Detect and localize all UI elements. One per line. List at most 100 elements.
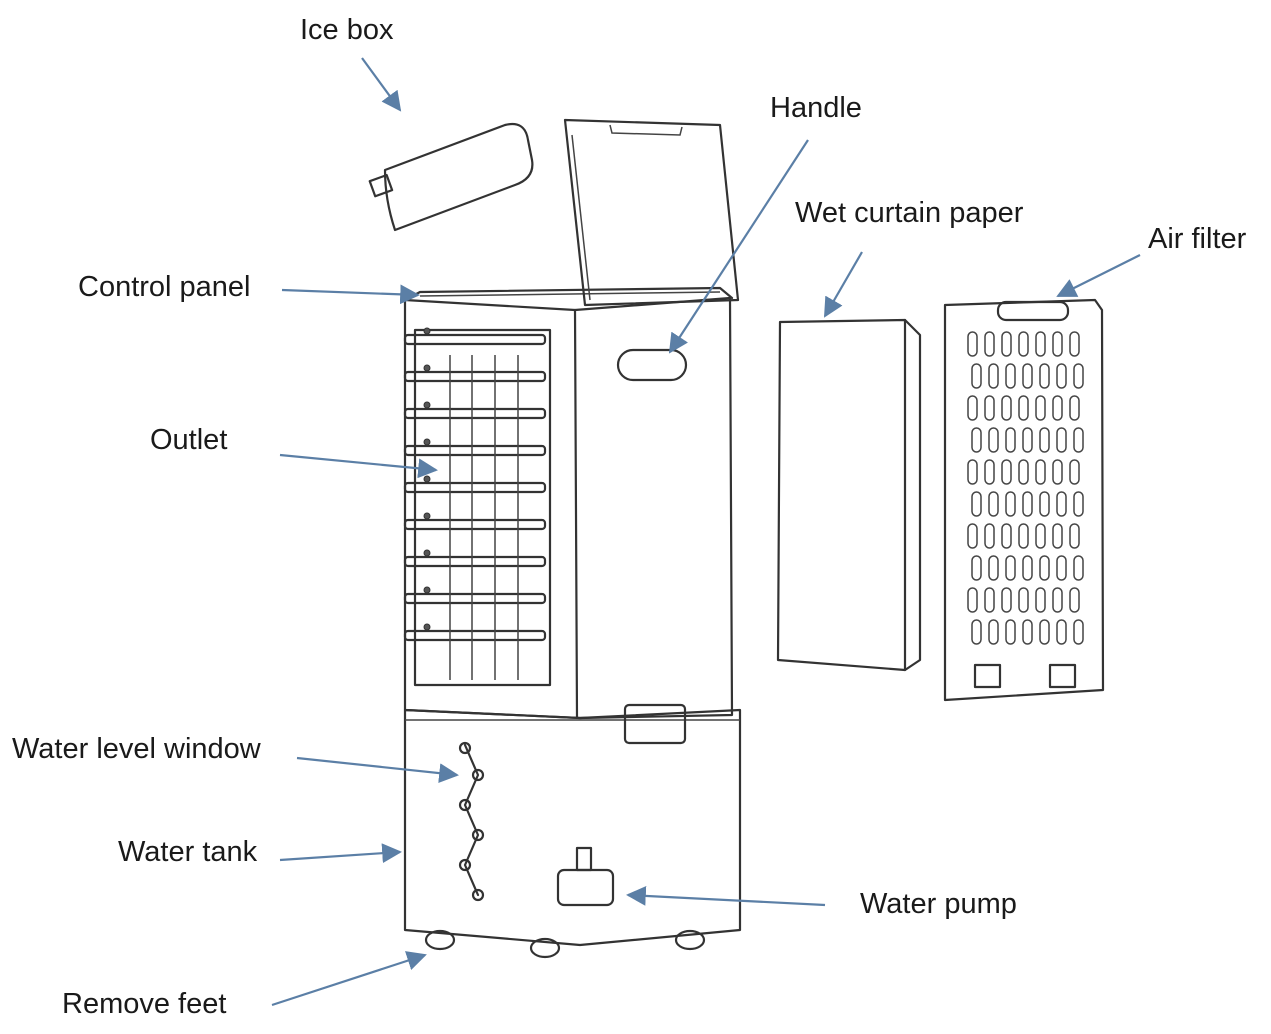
arrow-water-pump [626,886,826,907]
filter-hole [1039,619,1050,645]
filter-hole [1035,331,1046,357]
arrow-ice-box [361,57,402,112]
leader-arrows [271,57,1141,1007]
label-water-tank: Water tank [118,836,258,868]
filter-hole [984,331,995,357]
filter-hole [967,587,978,613]
filter-hole [1022,491,1033,517]
wheel [529,937,561,959]
filter-hole [1005,363,1016,389]
arrow-handle [668,139,809,354]
filter-hole [971,555,982,581]
arrow-water-tank [279,843,402,864]
louvre-slat [403,481,547,494]
louvre-slat [403,518,547,531]
louvre-slat [403,555,547,568]
water-tank-body [403,703,742,959]
filter-hole [984,523,995,549]
arrow-air-filter [1056,254,1141,297]
arrow-remove-feet [271,951,427,1007]
louvre-slat [403,629,547,642]
filter-hole [1069,523,1080,549]
filter-hole [988,427,999,453]
filter-hole [984,459,995,485]
filter-hole [1001,459,1012,485]
outlet-louvres [403,327,552,687]
filter-hole [1035,523,1046,549]
louvre-slat [403,370,547,383]
filter-hole [1073,491,1084,517]
lid [563,118,740,307]
filter-hole [1022,427,1033,453]
filter-hole [1005,555,1016,581]
filter-hole [1056,491,1067,517]
louvre-pivot [423,438,431,446]
filter-hole [1022,555,1033,581]
filter-hole [1022,363,1033,389]
filter-hole [1018,395,1029,421]
louvre-slat [403,592,547,605]
filter-hole [1001,395,1012,421]
louvre-pivot [423,586,431,594]
filter-hole [1018,331,1029,357]
louvre-pivot [423,512,431,520]
filter-hole [971,363,982,389]
louvre-pivot [423,549,431,557]
filter-hole [1035,395,1046,421]
label-handle: Handle [770,92,862,124]
cooler-upper-body [403,286,734,720]
label-water-pump: Water pump [860,888,1017,920]
label-outlet: Outlet [150,424,228,456]
label-ice-box: Ice box [300,14,394,46]
louvre-slat [403,333,547,346]
label-air-filter: Air filter [1148,223,1247,255]
filter-hole [1069,587,1080,613]
label-control-panel: Control panel [78,271,251,303]
handle-slot [616,348,688,382]
filter-hole [1073,427,1084,453]
filter-hole [1005,427,1016,453]
ice-box [368,122,534,232]
filter-hole [1073,555,1084,581]
louvre-pivot [423,364,431,372]
filter-hole [967,523,978,549]
filter-hole [1001,523,1012,549]
wheel [424,929,456,951]
filter-hole [967,459,978,485]
filter-hole [1052,331,1063,357]
filter-hole [1001,587,1012,613]
filter-hole [1035,587,1046,613]
filter-hole [1005,491,1016,517]
filter-hole [1022,619,1033,645]
air-filter [943,298,1105,702]
tank-handle [623,703,687,745]
filter-hole [1056,427,1067,453]
filter-hole [1073,363,1084,389]
filter-hole [1069,331,1080,357]
filter-hole [971,491,982,517]
filter-hole [1052,523,1063,549]
filter-hole [1039,363,1050,389]
label-water-level-window: Water level window [12,733,261,765]
louvre-pivot [423,327,431,335]
filter-hole [1069,459,1080,485]
filter-hole [1018,523,1029,549]
filter-hole [1005,619,1016,645]
filter-hole [1039,491,1050,517]
louvre-pivot [423,475,431,483]
water-level-window [463,743,480,897]
arrow-control-panel [281,284,420,305]
filter-hole [984,587,995,613]
water-pump-body [556,868,615,907]
filter-hole [988,555,999,581]
filter-hole [1052,459,1063,485]
louvre-slat [403,407,547,420]
filter-hole [988,491,999,517]
wet-curtain-paper [776,318,922,672]
filter-hole [971,619,982,645]
louvre-pivot [423,623,431,631]
arrow-outlet [279,453,438,479]
filter-hole [988,363,999,389]
